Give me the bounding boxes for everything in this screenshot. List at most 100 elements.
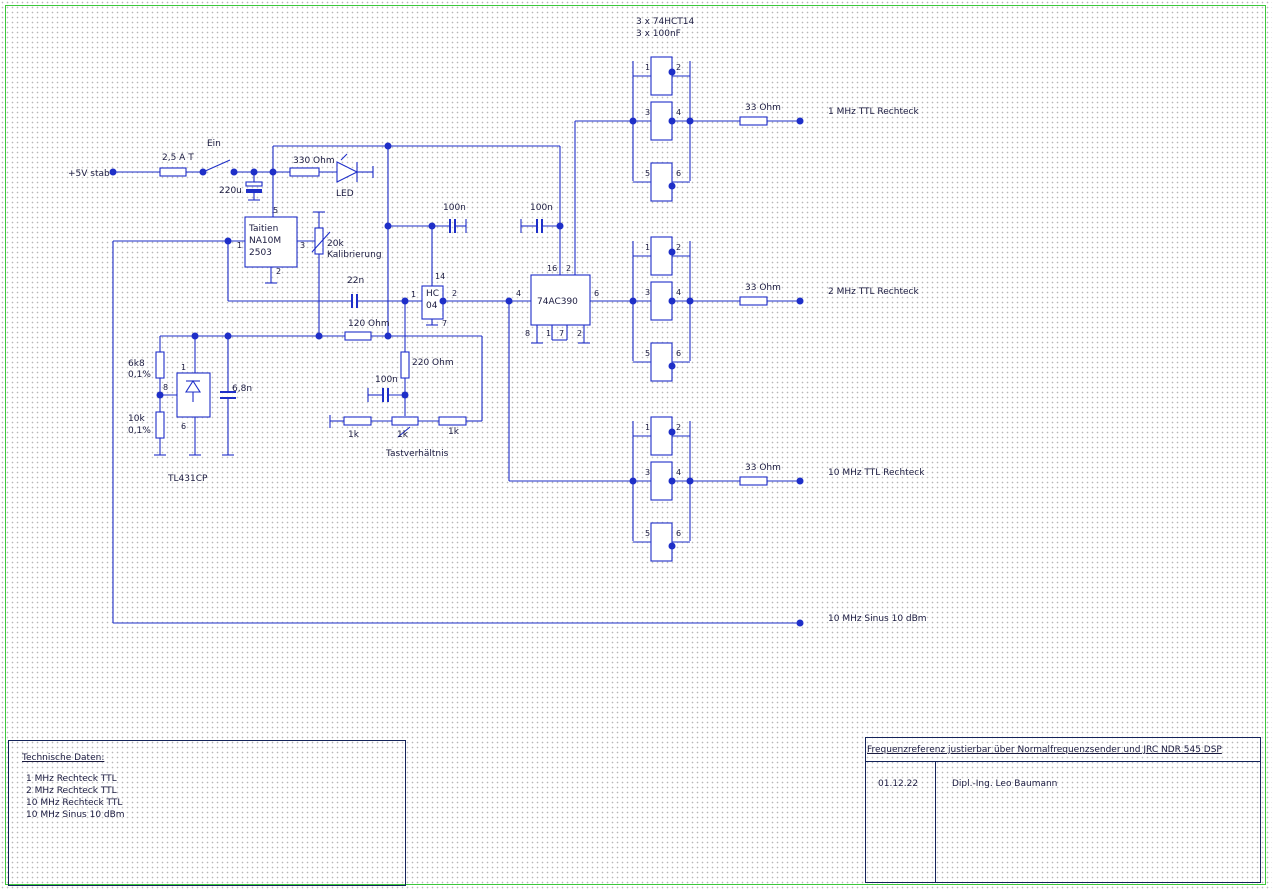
svg-text:1: 1 [645, 423, 650, 432]
svg-text:1: 1 [546, 329, 551, 338]
svg-text:16: 16 [547, 264, 557, 273]
cap-22n-label: 22n [347, 276, 364, 286]
duty-label: Tastverhältnis [385, 449, 449, 459]
drawing-title: Frequenzreferenz justierbar über Normalf… [867, 745, 1222, 755]
svg-text:2: 2 [452, 289, 457, 298]
svg-text:1: 1 [181, 363, 186, 372]
svg-text:3: 3 [645, 108, 650, 117]
svg-text:7: 7 [442, 319, 447, 328]
pct-1-label: 0,1% [128, 370, 151, 380]
hct14-block-3: 1 2 3 4 5 6 33 Ohm [629, 416, 804, 562]
svg-text:5: 5 [273, 206, 278, 215]
res-1k-a-label: 1k [348, 430, 360, 440]
svg-text:6: 6 [181, 422, 186, 431]
svg-text:6: 6 [676, 169, 681, 178]
cap-100n-a-label: 100n [443, 203, 466, 213]
res-220-label: 220 Ohm [412, 358, 454, 368]
hct14-label: 3 x 74HCT14 [636, 17, 695, 27]
res-33-label: 33 Ohm [745, 463, 781, 473]
ic-74ac390: 74AC390 16 2 4 6 8 1 7 2 [516, 264, 599, 344]
cap-100n-c-label: 100n [530, 203, 553, 213]
tech-data-title: Technische Daten: [22, 753, 105, 763]
osc-type: NA10M [249, 236, 281, 246]
hc04-name: HC [426, 289, 439, 299]
duty-network: 1k 1k 1k Tastverhältnis [329, 415, 482, 459]
svg-text:3: 3 [645, 468, 650, 477]
pot-20k-label: 20k [327, 239, 344, 249]
res-10k-label: 10k [128, 414, 145, 424]
tl431-label: TL431CP [167, 474, 208, 484]
tech-item: 10 MHz Sinus 10 dBm [26, 810, 125, 820]
cap-6n8-label: 6,8n [232, 384, 252, 394]
res-33-label: 33 Ohm [745, 283, 781, 293]
svg-text:2: 2 [676, 63, 681, 72]
res-120-label: 120 Ohm [348, 319, 390, 329]
res-1k-b-label: 1k [397, 430, 409, 440]
svg-text:6: 6 [676, 529, 681, 538]
switch-label: Ein [207, 139, 221, 149]
svg-text:2: 2 [566, 264, 571, 273]
tech-data-box: Technische Daten: 1 MHz Rechteck TTL 2 M… [8, 740, 406, 886]
capacitor-220u: 220u [219, 172, 263, 201]
power-switch: Ein [199, 139, 238, 176]
svg-text:3: 3 [645, 288, 650, 297]
cap-100n-b-label: 100n [375, 375, 398, 385]
fuse-label: 2,5 A T [162, 153, 194, 163]
hct14-block-1: 1 2 3 4 5 6 33 Ohm [629, 56, 804, 202]
sheet-border [5, 5, 1266, 885]
ic-hc04: HC 04 14 1 2 7 [411, 272, 457, 328]
svg-text:4: 4 [676, 108, 681, 117]
tech-item: 2 MHz Rechteck TTL [26, 786, 117, 796]
svg-text:1: 1 [645, 243, 650, 252]
svg-text:1: 1 [645, 63, 650, 72]
svg-text:2: 2 [676, 243, 681, 252]
drawing-author: Dipl.-Ing. Leo Baumann [952, 779, 1058, 789]
pct-2-label: 0,1% [128, 426, 151, 436]
svg-text:2: 2 [577, 329, 582, 338]
resistor-220: 220 Ohm [400, 351, 454, 416]
svg-text:7: 7 [559, 329, 564, 338]
svg-text:1: 1 [411, 290, 416, 299]
drawing-date: 01.12.22 [878, 779, 919, 789]
svg-text:6: 6 [676, 349, 681, 358]
svg-text:5: 5 [645, 529, 650, 538]
svg-text:4: 4 [676, 468, 681, 477]
svg-text:2: 2 [676, 423, 681, 432]
svg-text:14: 14 [435, 272, 445, 281]
svg-text:3: 3 [300, 241, 305, 250]
pot-20k: 20k Kalibrierung [311, 211, 382, 336]
led: LED [336, 153, 374, 199]
tech-item: 10 MHz Rechteck TTL [26, 798, 123, 808]
title-divider [866, 761, 1260, 762]
svg-text:4: 4 [516, 289, 521, 298]
svg-text:5: 5 [645, 169, 650, 178]
output-1mhz-label: 1 MHz TTL Rechteck [828, 107, 919, 117]
ac390-label: 74AC390 [537, 297, 578, 307]
svg-text:4: 4 [676, 288, 681, 297]
osc-name: Taitien [248, 224, 278, 234]
tl431-reference: 6k8 0,1% 10k 0,1% 6,8n 1 8 6 TL431CP [128, 336, 252, 484]
svg-text:8: 8 [163, 383, 168, 392]
title-block: Frequenzreferenz justierbar über Normalf… [865, 737, 1261, 883]
res-6k8-label: 6k8 [128, 359, 145, 369]
svg-text:8: 8 [525, 329, 530, 338]
calibration-label: Kalibrierung [327, 250, 382, 260]
res-330-label: 330 Ohm [293, 156, 335, 166]
output-2mhz-label: 2 MHz TTL Rechteck [828, 287, 919, 297]
resistor-120: 120 Ohm [344, 319, 390, 341]
svg-text:6: 6 [594, 289, 599, 298]
input-label: +5V stab [68, 169, 110, 179]
hct14-block-2: 1 2 3 4 5 6 33 Ohm [629, 236, 804, 382]
resistor-330: 330 Ohm [289, 156, 337, 177]
hct14-caps-label: 3 x 100nF [636, 29, 681, 39]
fuse: 2,5 A T [159, 153, 203, 177]
res-1k-c-label: 1k [448, 427, 460, 437]
output-sine-label: 10 MHz Sinus 10 dBm [828, 614, 927, 624]
oscillator-na10m: Taitien NA10M 2503 5 1 3 2 [237, 206, 305, 284]
led-label: LED [336, 189, 354, 199]
cap-220u-label: 220u [219, 186, 242, 196]
res-33-label: 33 Ohm [745, 103, 781, 113]
svg-text:5: 5 [645, 349, 650, 358]
